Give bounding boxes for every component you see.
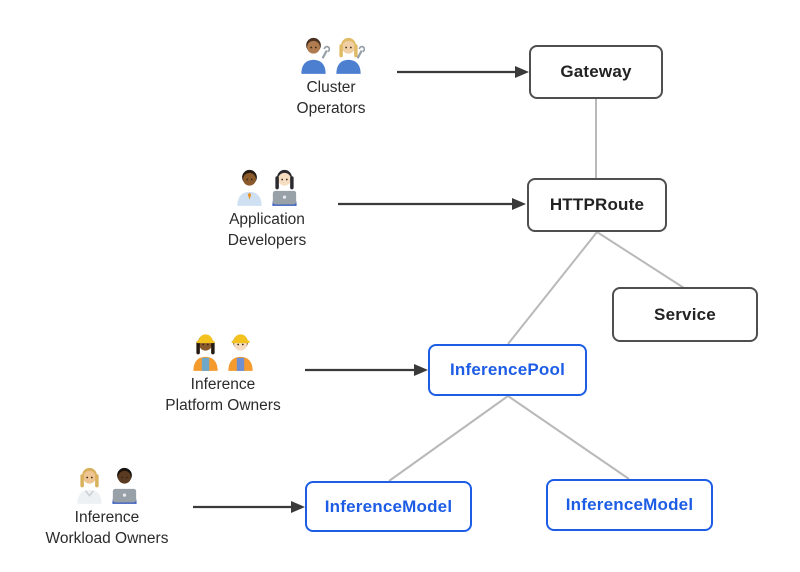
persona-inference-workload-owners: Inference Workload Owners [27, 464, 187, 549]
persona-label-line: Inference [190, 376, 256, 393]
arrow-cluster-operators-gateway [397, 66, 529, 78]
persona-application-developers: Application Developers [187, 166, 347, 251]
persona-inference-platform-owners: Inference Platform Owners [143, 331, 303, 416]
persona-label: Inference Workload Owners [46, 507, 169, 549]
health-worker-icon [73, 465, 106, 504]
persona-label-line: Developers [227, 232, 307, 249]
man-construction-worker-icon [224, 332, 257, 371]
edge-httproute-service [596, 231, 685, 289]
persona-icons [189, 331, 257, 371]
arrow-inference-workload-owners-inferencemodel [193, 501, 305, 513]
persona-label-line: Cluster [306, 79, 356, 96]
node-inferencemodel-left: InferenceModel [305, 481, 472, 532]
persona-label: Application Developers [228, 209, 306, 251]
node-inferencepool: InferencePool [428, 344, 587, 396]
persona-label-line: Operators [296, 100, 366, 117]
arrow-application-developers-httproute [338, 198, 526, 210]
node-gateway: Gateway [529, 45, 663, 99]
woman-construction-worker-icon [189, 332, 222, 371]
persona-label-line: Workload Owners [45, 530, 169, 547]
man-mechanic-icon [297, 35, 331, 74]
node-service: Service [612, 287, 758, 342]
persona-label: Inference Platform Owners [165, 374, 280, 416]
arrow-inference-platform-owners-inferencepool [305, 364, 428, 376]
persona-label-line: Inference [74, 509, 140, 526]
persona-label-line: Application [229, 211, 305, 228]
man-office-worker-icon [233, 167, 266, 206]
node-httproute: HTTPRoute [527, 178, 667, 232]
persona-label-line: Platform Owners [165, 397, 281, 414]
persona-icons [297, 34, 366, 74]
woman-mechanic-icon [332, 35, 366, 74]
man-technologist-icon [108, 465, 141, 504]
persona-icons [233, 166, 301, 206]
persona-icons [73, 464, 141, 504]
persona-cluster-operators: Cluster Operators [251, 34, 411, 119]
persona-label: Cluster Operators [297, 77, 366, 119]
edge-inferencepool-inferencemodel-left [388, 395, 509, 482]
edge-httproute-inferencepool [507, 231, 598, 345]
woman-technologist-icon [268, 167, 301, 206]
node-inferencemodel-right: InferenceModel [546, 479, 713, 531]
edge-inferencepool-inferencemodel-right [507, 395, 630, 480]
